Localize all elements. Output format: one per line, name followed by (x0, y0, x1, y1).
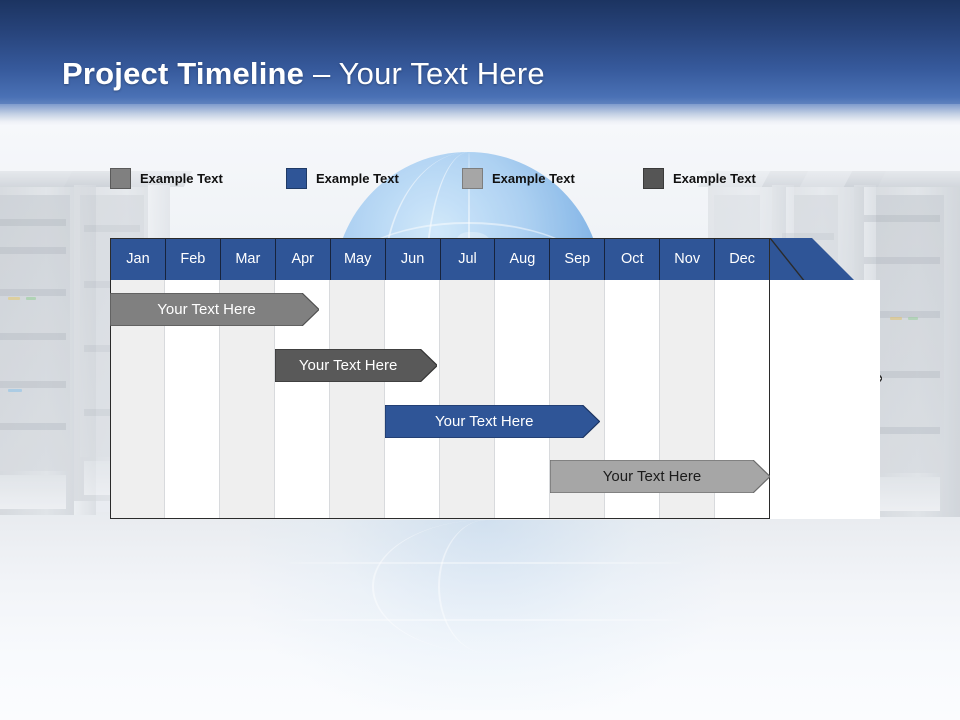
arrow-tail-background (770, 280, 880, 519)
title-banner (0, 0, 960, 110)
month-label: Nov (674, 250, 701, 267)
task-bar-arrow-shape (275, 349, 438, 382)
task-bar-arrow-shape (385, 405, 600, 438)
task-bar-2[interactable]: Your Text Here (275, 349, 438, 382)
page-title-bold: Project Timeline (62, 56, 305, 91)
month-column-jul (440, 280, 495, 519)
globe-reflection (250, 520, 720, 710)
month-header-oct[interactable]: Oct (605, 238, 661, 280)
legend-label: Example Text (492, 171, 575, 186)
month-label: May (343, 250, 372, 267)
month-label: Feb (180, 250, 206, 267)
month-label: Aug (509, 250, 536, 267)
month-header-apr[interactable]: Apr (275, 238, 331, 280)
month-column-may (330, 280, 385, 519)
month-header-nov[interactable]: Nov (660, 238, 716, 280)
month-header-jul[interactable]: Jul (440, 238, 496, 280)
legend-swatch-icon (110, 168, 131, 189)
task-bar-label: Your Text Here (157, 301, 256, 318)
month-header-aug[interactable]: Aug (495, 238, 551, 280)
legend-item-2: Example Text (286, 168, 399, 189)
legend-label: Example Text (673, 171, 756, 186)
month-label: Apr (291, 250, 315, 267)
month-label: Sep (564, 250, 591, 267)
task-bar-3[interactable]: Your Text Here (385, 405, 600, 438)
legend-item-4: Example Text (643, 168, 756, 189)
month-column-jun (385, 280, 440, 519)
month-label: Dec (729, 250, 755, 267)
task-bar-1[interactable]: Your Text Here (110, 293, 319, 326)
month-label: Jun (400, 250, 425, 267)
legend-swatch-icon (286, 168, 307, 189)
month-header-may[interactable]: May (330, 238, 386, 280)
task-bar-label: Your Text Here (435, 413, 534, 430)
page-title: Project Timeline – Your Text Here (62, 58, 545, 89)
month-header-dec[interactable]: Dec (715, 238, 771, 280)
legend-item-3: Example Text (462, 168, 575, 189)
legend-item-1: Example Text (110, 168, 223, 189)
task-bar-label: Your Text Here (602, 468, 702, 485)
month-header-sep[interactable]: Sep (550, 238, 606, 280)
month-header-row: Jan Feb Mar Apr May Jun Jul Aug Sep Oct Nov Dec (110, 238, 771, 280)
legend: Example Text Example Text Example Text Exam… (110, 168, 810, 194)
page-title-rest: – Your Text Here (312, 56, 545, 91)
month-header-feb[interactable]: Feb (165, 238, 221, 280)
month-label: Mar (235, 250, 261, 267)
legend-label: Example Text (140, 171, 223, 186)
task-bar-arrow-shape (550, 460, 770, 493)
month-column-aug (495, 280, 550, 519)
month-label: Jan (126, 250, 150, 267)
timeline-chart: Jan Feb Mar Apr May Jun Jul Aug Sep Oct Nov Dec You… (110, 238, 882, 520)
task-bar-4[interactable]: Your Text Here (550, 460, 770, 493)
task-bar-label: Your Text Here (298, 357, 398, 374)
task-bar-arrow-shape (110, 293, 319, 326)
title-banner-fade (0, 104, 960, 126)
month-header-jun[interactable]: Jun (385, 238, 441, 280)
legend-swatch-icon (462, 168, 483, 189)
month-header-jan[interactable]: Jan (110, 238, 166, 280)
month-label: Oct (620, 250, 644, 267)
legend-label: Example Text (316, 171, 399, 186)
legend-swatch-icon (643, 168, 664, 189)
month-header-mar[interactable]: Mar (220, 238, 276, 280)
month-label: Jul (458, 250, 477, 267)
